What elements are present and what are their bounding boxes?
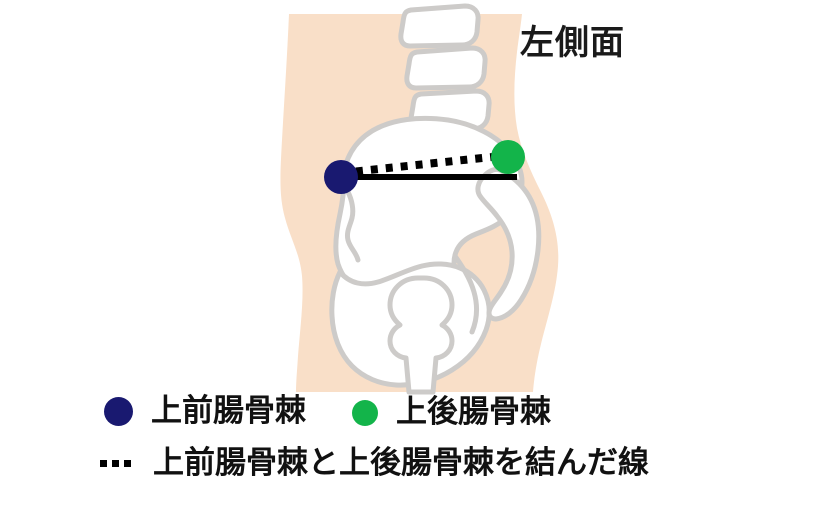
view-title: 左側面 (520, 23, 625, 63)
legend-label-connecting-line: 上前腸骨棘と上後腸骨棘を結んだ線 (153, 445, 649, 481)
legend-item-asis: 上前腸骨棘 (104, 396, 306, 427)
legend: 上前腸骨棘 上後腸骨棘 上前腸骨棘と上後腸骨棘を結んだ線 (0, 396, 819, 500)
landmark-markers-group (324, 140, 525, 194)
legend-label-asis: 上前腸骨棘 (151, 393, 306, 429)
measurement-lines-group (338, 150, 521, 180)
psis-marker (491, 140, 525, 174)
sacrum-coccyx (475, 166, 542, 322)
green-dot-icon (352, 399, 378, 426)
asis-psis-dotted-line (340, 150, 521, 177)
bone-group (329, 3, 542, 395)
acetabulum-crease (452, 253, 479, 335)
vertebra-l1 (398, 3, 481, 49)
dotted-line-icon (100, 460, 131, 467)
asis-marker (324, 160, 358, 194)
pelvis-anterior-notch (345, 189, 361, 263)
legend-row: 上前腸骨棘と上後腸骨棘を結んだ線 (0, 448, 819, 500)
vertebra-l2 (404, 45, 488, 91)
legend-item-psis: 上後腸骨棘 (352, 397, 551, 428)
legend-row: 上前腸骨棘 上後腸骨棘 (0, 396, 819, 448)
legend-label-psis: 上後腸骨棘 (396, 394, 551, 430)
femur (387, 275, 455, 395)
navy-dot-icon (104, 397, 133, 426)
legend-item-connecting-line: 上前腸骨棘と上後腸骨棘を結んだ線 (100, 448, 649, 479)
